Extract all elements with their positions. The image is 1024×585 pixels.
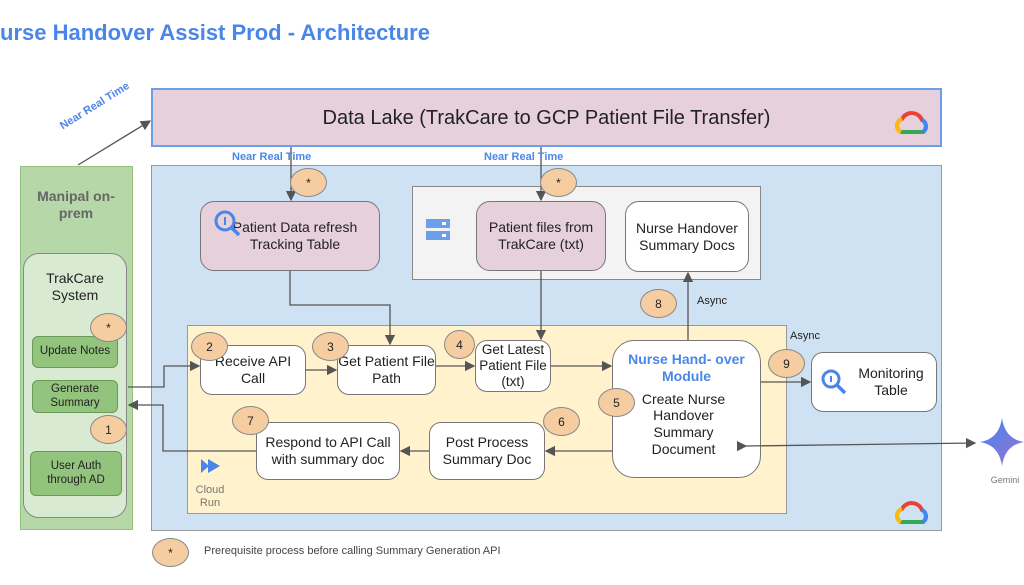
prereq-badge: * — [90, 313, 127, 342]
tracking-table: Patient Data refresh Tracking Table — [200, 201, 380, 271]
step-get-latest-file: Get Latest Patient File (txt) — [475, 340, 551, 392]
step-create-summary: Create Nurse Handover Summary Document — [641, 390, 726, 457]
generate-summary: Generate Summary — [32, 380, 118, 413]
gemini-label: Gemini — [990, 475, 1020, 485]
tracking-table-label: Patient Data refresh Tracking Table — [232, 219, 358, 252]
step-badge-6: 6 — [543, 407, 580, 436]
bigquery-icon — [821, 369, 847, 395]
gemini-icon — [980, 418, 1024, 466]
step-post-process: Post Process Summary Doc — [429, 422, 545, 480]
legend-badge: * — [152, 538, 189, 567]
step-receive-api-call: Receive API Call — [200, 345, 306, 395]
step-badge-4: 4 — [444, 330, 475, 359]
step-badge-2: 2 — [191, 332, 228, 361]
summary-docs: Nurse Handover Summary Docs — [625, 201, 749, 272]
arrow-onprem-to-datalake — [77, 120, 152, 166]
bigquery-icon — [214, 210, 241, 237]
near-real-time-label: Near Real Time — [232, 151, 312, 163]
prereq-badge: * — [540, 168, 577, 197]
step-badge-9: 9 — [768, 349, 805, 378]
arrow-generate-to-receive — [128, 360, 201, 388]
near-real-time-label: Near Real Time — [484, 151, 564, 163]
step-badge-1: 1 — [90, 415, 127, 444]
nurse-handover-module: Nurse Hand- over Module Create Nurse Han… — [612, 340, 761, 478]
google-cloud-logo — [895, 111, 928, 134]
cloud-run-icon — [201, 459, 220, 473]
page-title: urse Handover Assist Prod - Architecture — [0, 20, 430, 45]
storage-icon — [426, 219, 450, 240]
google-cloud-logo — [895, 501, 928, 524]
async-label: Async — [697, 295, 727, 307]
step-get-patient-file-path: Get Patient File Path — [337, 345, 436, 395]
module-title: Nurse Hand- over Module — [628, 351, 745, 384]
step-badge-8: 8 — [640, 289, 677, 318]
step-respond: Respond to API Call with summary doc — [256, 422, 400, 480]
step-badge-3: 3 — [312, 332, 349, 361]
patient-files: Patient files from TrakCare (txt) — [476, 201, 606, 271]
legend-text: Prerequisite process before calling Summ… — [204, 545, 501, 557]
trakcare-title: TrakCare System — [46, 270, 104, 303]
step-badge-5: 5 — [598, 388, 635, 417]
arrow-tracking-to-getpath — [289, 271, 396, 346]
data-lake-label: Data Lake (TrakCare to GCP Patient File … — [322, 106, 771, 129]
arrow-respond-to-generate — [127, 399, 256, 452]
data-lake-box: Data Lake (TrakCare to GCP Patient File … — [151, 88, 942, 147]
async-label: Async — [790, 330, 820, 342]
monitoring-table-label: Monitoring Table — [858, 365, 924, 398]
arrow-module-to-gemini — [736, 437, 977, 452]
step-badge-7: 7 — [232, 406, 269, 435]
prereq-badge: * — [290, 168, 327, 197]
on-prem-title: Manipal on-prem — [37, 188, 115, 221]
cloud-run-label: Cloud Run — [195, 484, 225, 510]
user-auth: User Auth through AD — [30, 451, 122, 496]
